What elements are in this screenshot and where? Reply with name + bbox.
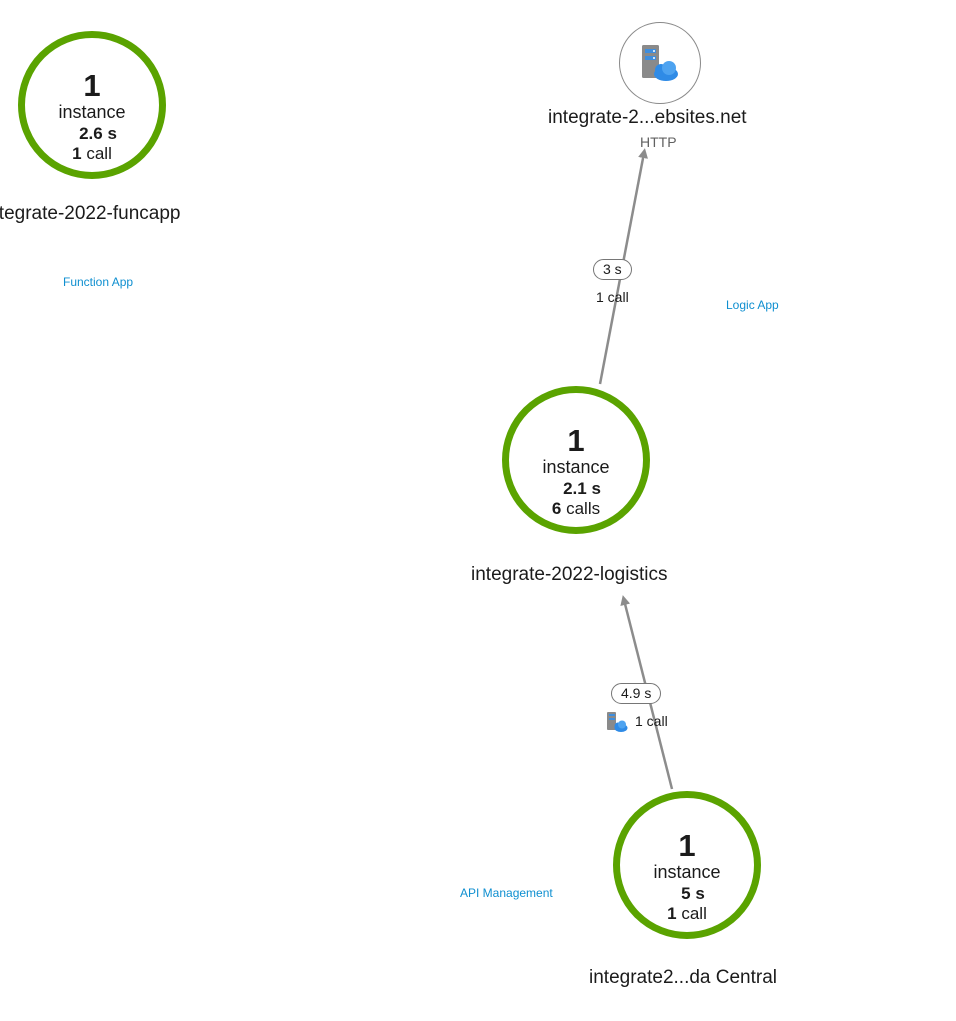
edge-duration-badge[interactable]: 3 s xyxy=(593,259,632,280)
node-http-subtitle: HTTP xyxy=(640,134,677,150)
node-logistics-stats: 1 instance 2.1 s 6 calls xyxy=(509,425,643,517)
group-label-logic-app[interactable]: Logic App xyxy=(726,298,779,312)
edge-call-count: 1 call xyxy=(596,289,629,305)
call-count-word: call xyxy=(681,904,707,923)
server-cloud-icon xyxy=(642,45,678,81)
node-central-title[interactable]: integrate2...da Central xyxy=(589,967,778,988)
instance-count: 1 xyxy=(83,68,101,103)
call-count: 1 call xyxy=(25,145,159,162)
avg-duration: 2.1 s xyxy=(563,479,601,498)
instance-label: instance xyxy=(542,457,610,477)
node-funcapp-title[interactable]: integrate-2022-funcapp xyxy=(0,203,181,224)
node-funcapp-stats: 1 instance 2.6 s 1 call xyxy=(25,70,159,162)
avg-duration: 2.6 s xyxy=(79,124,117,143)
node-http-dependency[interactable] xyxy=(619,22,701,104)
node-http-title[interactable]: integrate-2...ebsites.net xyxy=(548,107,747,128)
node-central[interactable]: 1 instance 5 s 1 call xyxy=(613,791,761,939)
call-count-word: call xyxy=(86,144,112,163)
call-count: 1 call xyxy=(620,905,754,922)
instance-label: instance xyxy=(58,102,126,122)
avg-duration: 5 s xyxy=(681,884,705,903)
node-funcapp[interactable]: 1 instance 2.6 s 1 call xyxy=(18,31,166,179)
call-count-number: 6 xyxy=(551,499,562,518)
group-label-api-management[interactable]: API Management xyxy=(460,886,553,900)
edge-duration-badge[interactable]: 4.9 s xyxy=(611,683,662,704)
group-label-function-app[interactable]: Function App xyxy=(63,275,134,289)
instance-label: instance xyxy=(653,862,721,882)
call-count-number: 1 xyxy=(72,144,82,163)
call-count: 6 calls xyxy=(509,500,643,517)
call-count-number: 1 xyxy=(667,904,677,923)
instance-count: 1 xyxy=(567,423,585,458)
node-logistics-title[interactable]: integrate-2022-logistics xyxy=(471,564,668,585)
server-cloud-icon xyxy=(607,712,628,732)
call-count-word: calls xyxy=(566,499,601,518)
node-logistics[interactable]: 1 instance 2.1 s 6 calls xyxy=(502,386,650,534)
edge-call-count: 1 call xyxy=(635,713,668,729)
instance-count: 1 xyxy=(678,828,696,863)
node-central-stats: 1 instance 5 s 1 call xyxy=(620,830,754,922)
